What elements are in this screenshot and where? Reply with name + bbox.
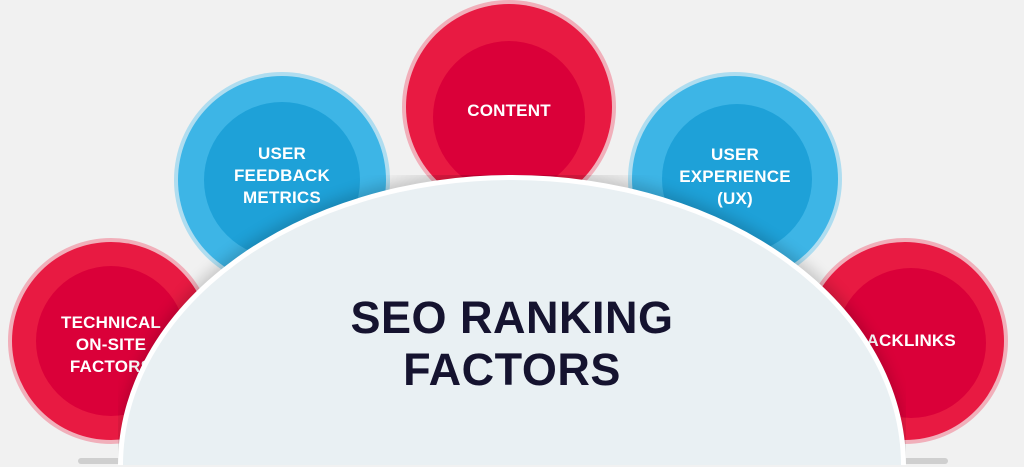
factor-label: USER FEEDBACK METRICS: [233, 144, 331, 207]
central-dome: [118, 175, 906, 465]
factor-label: TECHNICAL ON-SITE FACTORS: [60, 313, 161, 376]
factor-label: BACKLINKS: [854, 331, 956, 350]
factor-label: CONTENT: [467, 101, 551, 120]
factor-content: CONTENT: [406, 4, 612, 210]
diagram-title: SEO RANKING FACTORS: [350, 292, 674, 395]
circle-inner-disc: [433, 41, 585, 193]
factor-label: USER EXPERIENCE (UX): [679, 145, 791, 208]
